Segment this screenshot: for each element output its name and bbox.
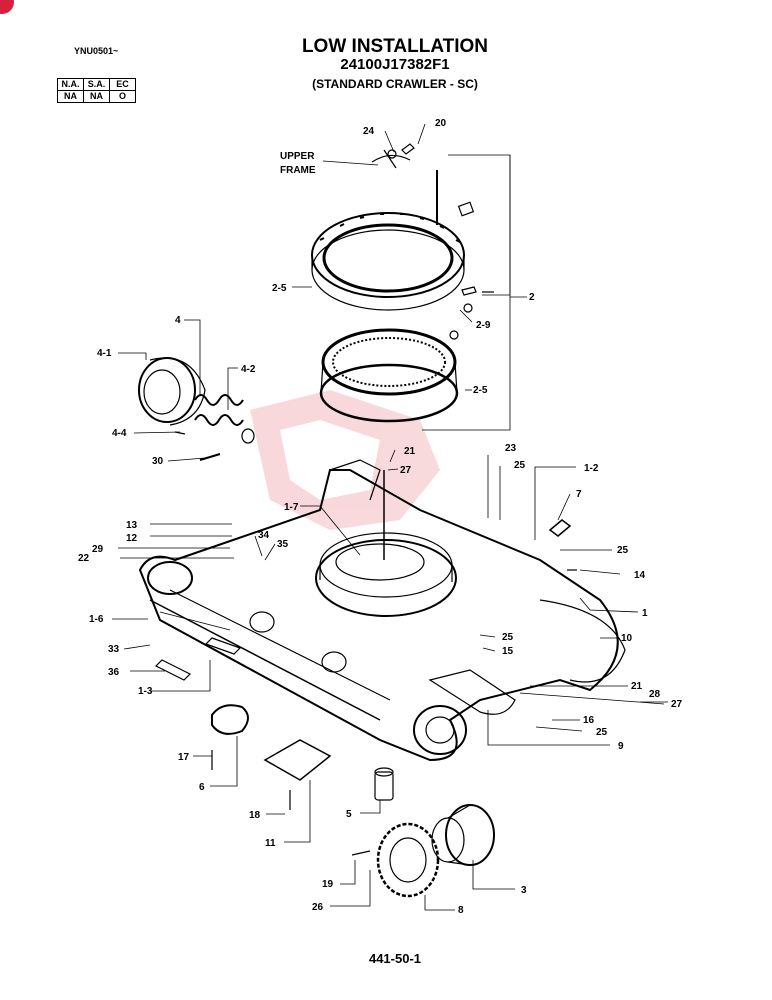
callout-1-6: 1-6 [89,614,104,625]
callout-21-top: 21 [404,446,416,457]
callout-9: 9 [618,741,624,752]
page-title: LOW INSTALLATION [301,36,489,57]
callout-14: 14 [634,570,646,581]
callout-4: 4 [175,315,181,326]
callout-4-4: 4-4 [112,428,127,439]
callout-2-9: 2-9 [476,320,491,331]
callout-26: 26 [312,902,324,913]
callout-2-5-upper: 2-5 [272,283,287,294]
callout-18: 18 [249,810,261,821]
callout-30: 30 [152,456,164,467]
callout-6: 6 [199,782,205,793]
callout-25-bottom: 25 [596,727,608,738]
callout-8: 8 [458,905,464,916]
model-code: YNU0501~ [74,46,119,56]
label-upper-frame-2: FRAME [280,165,316,176]
callout-19: 19 [322,879,334,890]
callout-12: 12 [126,533,138,544]
callout-27-top: 27 [400,465,412,476]
leader-lines [112,123,668,911]
swing-bearing [311,212,465,423]
callout-25-mid: 25 [502,632,514,643]
callout-29: 29 [92,544,104,555]
callout-22: 22 [78,553,90,564]
callout-5: 5 [346,809,352,820]
callout-labels: UPPER FRAME 24 20 2 2-5 2-9 2-5 4 4-1 4-… [78,118,683,916]
upper-frame-mount [371,143,415,169]
availability-val-sa: NA [83,90,110,103]
callout-36: 36 [108,667,120,678]
callout-28: 28 [649,689,661,700]
callout-3: 3 [521,885,527,896]
availability-value-row: NA NA O [57,90,136,103]
callout-24: 24 [363,126,375,137]
callout-15: 15 [502,646,514,657]
travel-motor-parts [211,704,394,810]
callout-2: 2 [529,292,535,303]
part-number: 24100J17382F1 [340,56,450,73]
callout-25-right: 25 [617,545,629,556]
callout-16: 16 [583,715,595,726]
callout-1: 1 [642,608,648,619]
sprocket-and-drive [351,804,495,898]
callout-4-1: 4-1 [97,348,112,359]
callout-34: 34 [258,530,270,541]
callout-23: 23 [505,443,517,454]
page-subtitle: (STANDARD CRAWLER - SC) [312,77,478,91]
callout-21-right: 21 [631,681,643,692]
callout-1-3: 1-3 [138,686,153,697]
callout-25-top: 25 [514,460,526,471]
callout-33: 33 [108,644,120,655]
idler-assembly [138,357,255,461]
availability-table: N.A. S.A. EC NA NA O [57,78,136,103]
callout-2-5-lower: 2-5 [473,385,488,396]
callout-10: 10 [621,633,633,644]
page-number: 441-50-1 [368,951,422,966]
bearing-bolts [436,170,494,340]
callout-1-2: 1-2 [584,463,599,474]
callout-11: 11 [265,838,276,849]
label-upper-frame-1: UPPER [280,151,315,162]
callout-20: 20 [435,118,447,129]
callout-35: 35 [277,539,289,550]
callout-27-right: 27 [671,699,683,710]
watermark-logo [250,390,440,530]
callout-13: 13 [126,520,138,531]
callout-7: 7 [576,489,582,500]
callout-1-7: 1-7 [284,502,299,513]
callout-17: 17 [178,752,190,763]
availability-val-ec: O [109,90,136,103]
callout-4-2: 4-2 [241,364,256,375]
